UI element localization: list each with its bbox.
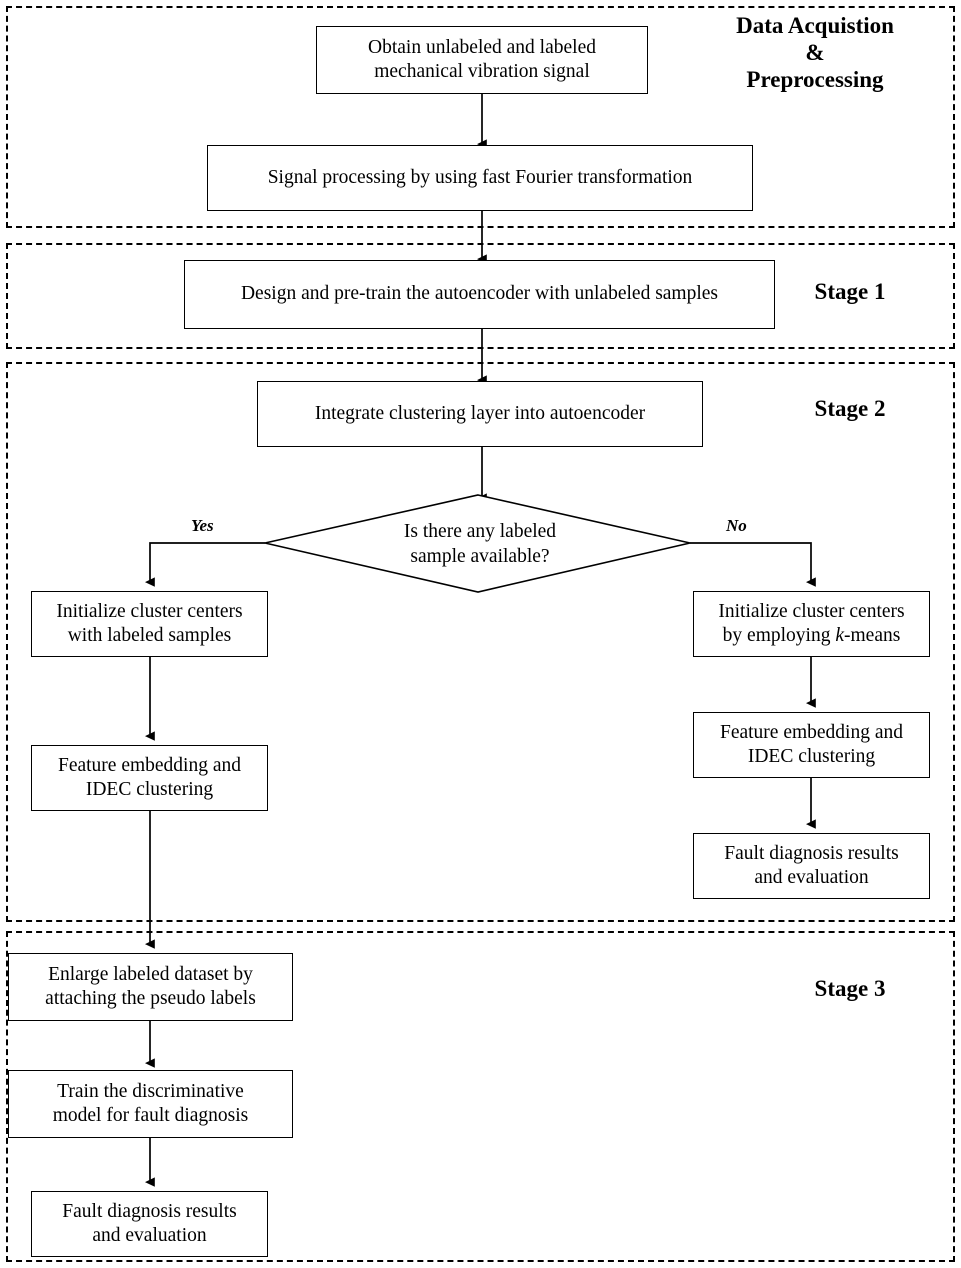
node-obtain-signal[interactable]: Obtain unlabeled and labeled mechanical … [316, 26, 648, 94]
node-pretrain-autoencoder[interactable]: Design and pre-train the autoencoder wit… [184, 260, 775, 329]
section-title-stage-3: Stage 3 [814, 976, 886, 1001]
section-title-stage-2: Stage 2 [814, 396, 886, 421]
section-data-acquisition [6, 6, 955, 228]
section-stage-3 [6, 931, 955, 1262]
section-title-data-acquisition: Data Acquistion & Preprocessing [736, 13, 894, 93]
node-fault-results-right[interactable]: Fault diagnosis results and evaluation [693, 833, 930, 899]
node-labeled-sample-decision[interactable]: Is there any labeled sample available? [403, 520, 557, 567]
node-train-discriminative[interactable]: Train the discriminative model for fault… [8, 1070, 293, 1138]
node-init-centers-labeled[interactable]: Initialize cluster centers with labeled … [31, 591, 268, 657]
node-integrate-clustering-layer[interactable]: Integrate clustering layer into autoenco… [257, 381, 703, 447]
node-enlarge-dataset[interactable]: Enlarge labeled dataset by attaching the… [8, 953, 293, 1021]
node-feature-embedding-left[interactable]: Feature embedding and IDEC clustering [31, 745, 268, 811]
section-stage-2 [6, 362, 955, 922]
node-feature-embedding-right[interactable]: Feature embedding and IDEC clustering [693, 712, 930, 778]
branch-label-no: No [726, 516, 747, 535]
branch-label-yes: Yes [191, 516, 214, 535]
section-title-stage-1: Stage 1 [814, 279, 886, 304]
section-stage-1 [6, 243, 955, 349]
node-fault-results-bottom[interactable]: Fault diagnosis results and evaluation [31, 1191, 268, 1257]
node-fft[interactable]: Signal processing by using fast Fourier … [207, 145, 753, 211]
